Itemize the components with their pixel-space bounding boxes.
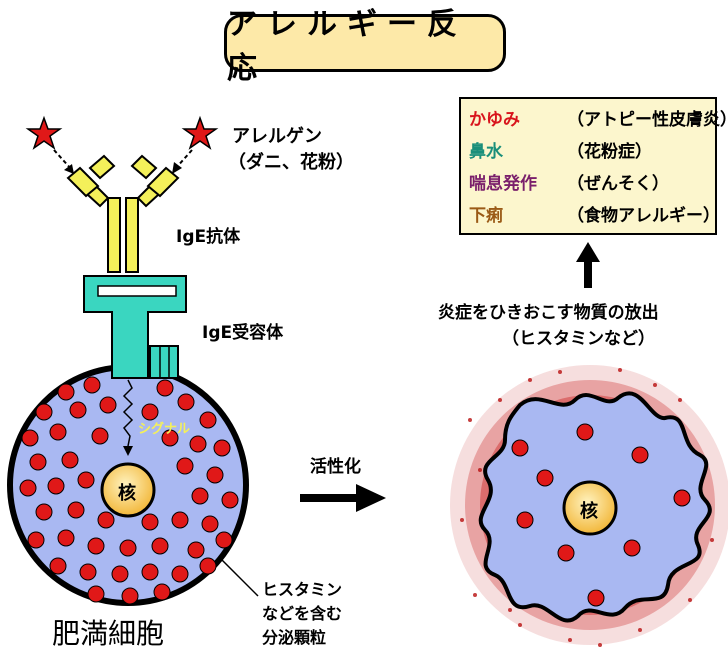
allergen-star-left-icon: [28, 118, 60, 148]
ige-receptor: [84, 276, 186, 378]
release-label-line2: （ヒスタミンなど）: [502, 324, 655, 349]
activation-label: 活性化: [310, 452, 361, 477]
mast-cell-label: 肥満細胞: [52, 612, 164, 652]
symptom-box: かゆみ（アトピー性皮膚炎） 鼻水（花粉症） 喘息発作（ぜんそく） 下痢（食物アレ…: [459, 97, 717, 235]
release-up-arrow-icon: [576, 242, 600, 288]
nucleus-left-label: 核: [118, 479, 136, 505]
symptom-row: 喘息発作（ぜんそく）: [469, 169, 669, 194]
ige-receptor-label: IgE受容体: [202, 318, 283, 343]
allergen-label: アレルゲン: [232, 122, 322, 148]
symptom-desc: （花粉症）: [567, 142, 652, 162]
granule-label-line1: ヒスタミン: [262, 576, 342, 600]
symptom-desc: （ぜんそく）: [567, 174, 669, 194]
granule-label-line2: などを含む: [262, 600, 342, 624]
nucleus-right-label: 核: [580, 497, 598, 523]
symptom-row: かゆみ（アトピー性皮膚炎）: [469, 105, 728, 130]
symptom-desc: （アトピー性皮膚炎）: [567, 110, 728, 130]
allergen-examples-label: （ダニ、花粉）: [228, 148, 354, 174]
ige-antibody-label: IgE抗体: [176, 222, 240, 247]
activation-arrow-icon: [300, 484, 386, 512]
ige-antibody: [68, 156, 178, 272]
symptom-name: 鼻水: [469, 137, 567, 162]
signal-label: シグナル: [138, 418, 190, 437]
symptom-desc: （食物アレルギー）: [567, 206, 720, 226]
granule-label-line3: 分泌顆粒: [262, 624, 326, 648]
symptom-name: 下痢: [469, 201, 567, 226]
granule-leader-line: [222, 560, 258, 596]
symptom-name: かゆみ: [469, 105, 567, 130]
symptom-name: 喘息発作: [469, 169, 567, 194]
symptom-row: 鼻水（花粉症）: [469, 137, 652, 162]
symptom-row: 下痢（食物アレルギー）: [469, 201, 720, 226]
allergen-star-right-icon: [184, 118, 216, 148]
release-label-line1: 炎症をひきおこす物質の放出: [438, 298, 659, 323]
